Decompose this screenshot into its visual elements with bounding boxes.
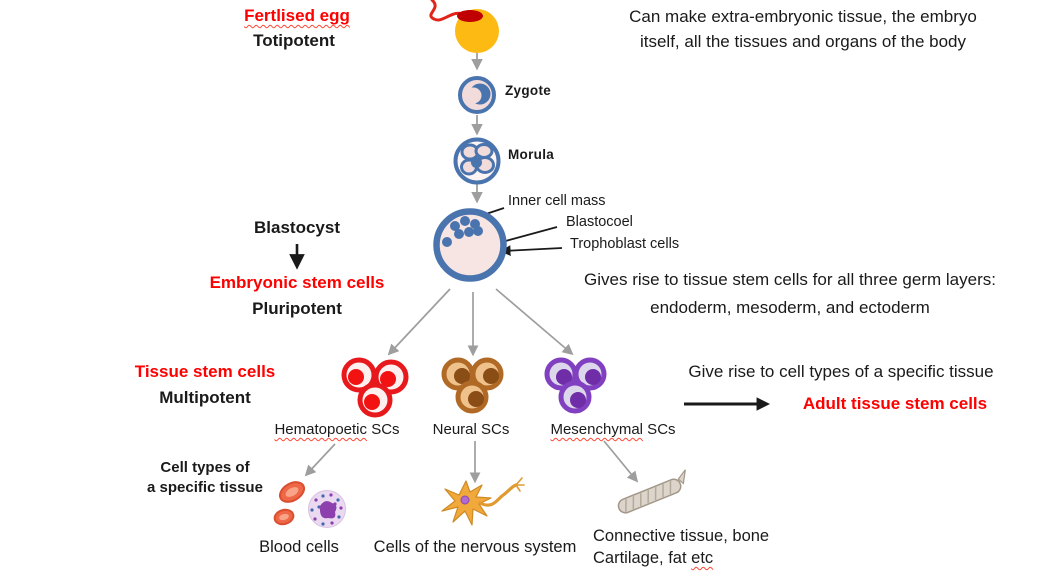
tissue-stem-cells-label: Tissue stem cells bbox=[134, 362, 276, 381]
blastocoel-label: Blastocoel bbox=[566, 214, 633, 230]
totipotent-note: Can make extra-embryonic tissue, the emb… bbox=[629, 4, 977, 54]
wbc-nucleus bbox=[319, 501, 337, 519]
connective-tissue-line2: Cartilage, fat etc bbox=[593, 547, 769, 569]
adult-tissue-stem-cells-label: Adult tissue stem cells bbox=[802, 394, 988, 413]
germ-layers-note-line2: endoderm, mesoderm, and ectoderm bbox=[650, 298, 930, 317]
mesenchymal-word: Mesenchymal bbox=[550, 421, 644, 438]
inner-cell-mass-label: Inner cell mass bbox=[508, 193, 606, 209]
neural-cells-icon bbox=[441, 357, 504, 414]
mesenchymal-cells-icon bbox=[544, 357, 607, 414]
germ-layers-note-line1: Gives rise to tissue stem cells for all … bbox=[584, 270, 996, 289]
neural-scs-label: Neural SCs bbox=[432, 421, 510, 438]
connective-tissue-icon bbox=[617, 469, 686, 514]
neuron-axon bbox=[478, 483, 518, 507]
connective-tissue-label: Connective tissue, bone Cartilage, fat e… bbox=[593, 525, 769, 569]
sperm-tail-icon bbox=[429, 0, 467, 22]
blastocyst-label: Blastocyst bbox=[254, 218, 340, 237]
totipotent-label: Totipotent bbox=[253, 31, 335, 50]
morula-label: Morula bbox=[508, 147, 555, 162]
totipotent-note-line1: Can make extra-embryonic tissue, the emb… bbox=[629, 7, 977, 26]
pluripotent-label: Pluripotent bbox=[252, 299, 342, 318]
zygote-label: Zygote bbox=[505, 83, 552, 98]
mesenchymal-scs-label: Mesenchymal SCs bbox=[550, 421, 675, 439]
nervous-system-label: Cells of the nervous system bbox=[373, 538, 577, 556]
blood-cells-icon bbox=[273, 481, 346, 528]
hematopoetic-word: Hematopoetic bbox=[274, 421, 368, 438]
fertilised-egg-label: Fertlised egg bbox=[244, 6, 350, 25]
connective-tissue-line1: Connective tissue, bone bbox=[593, 527, 770, 545]
totipotent-note-line2: itself, all the tissues and organs of th… bbox=[639, 32, 967, 51]
hematopoetic-scs-suffix: SCs bbox=[367, 421, 400, 438]
connective-tissue-line2-pre: Cartilage, fat bbox=[593, 549, 692, 567]
multipotent-label: Multipotent bbox=[159, 388, 251, 407]
wbc-granules bbox=[310, 493, 343, 526]
cell-types-heading-line1: Cell types of bbox=[160, 459, 250, 476]
mesenchymal-scs-suffix: SCs bbox=[643, 421, 676, 438]
neuron-icon bbox=[441, 477, 525, 526]
arrow-to-blood-cells bbox=[304, 443, 336, 477]
hematopoetic-cells-icon bbox=[341, 357, 409, 418]
cell-types-heading: Cell types of a specific tissue bbox=[147, 458, 263, 498]
hematopoetic-scs-label: Hematopoetic SCs bbox=[274, 421, 399, 439]
inner-cell-mass-cluster bbox=[442, 216, 483, 247]
pointer-trophoblast bbox=[499, 245, 563, 257]
egg-nucleus bbox=[457, 10, 483, 22]
trophoblast-cells-label: Trophoblast cells bbox=[570, 236, 680, 252]
connective-etc-word: etc bbox=[691, 549, 714, 567]
germ-layers-note: Gives rise to tissue stem cells for all … bbox=[584, 266, 996, 322]
arrow-to-hematopoetic bbox=[387, 288, 451, 356]
zygote-icon bbox=[458, 76, 496, 114]
arrow-to-connective bbox=[603, 440, 639, 483]
morula-icon bbox=[453, 137, 501, 185]
fertilised-egg-icon bbox=[429, 0, 499, 53]
blood-cells-label: Blood cells bbox=[259, 538, 339, 556]
give-rise-note: Give rise to cell types of a specific ti… bbox=[688, 362, 994, 381]
blastocyst-icon bbox=[433, 208, 507, 282]
neuron-nucleus bbox=[460, 495, 470, 505]
cell-types-heading-line2: a specific tissue bbox=[147, 479, 263, 496]
arrow-to-mesenchymal bbox=[495, 288, 574, 356]
embryonic-stem-cells-label: Embryonic stem cells bbox=[209, 273, 385, 292]
